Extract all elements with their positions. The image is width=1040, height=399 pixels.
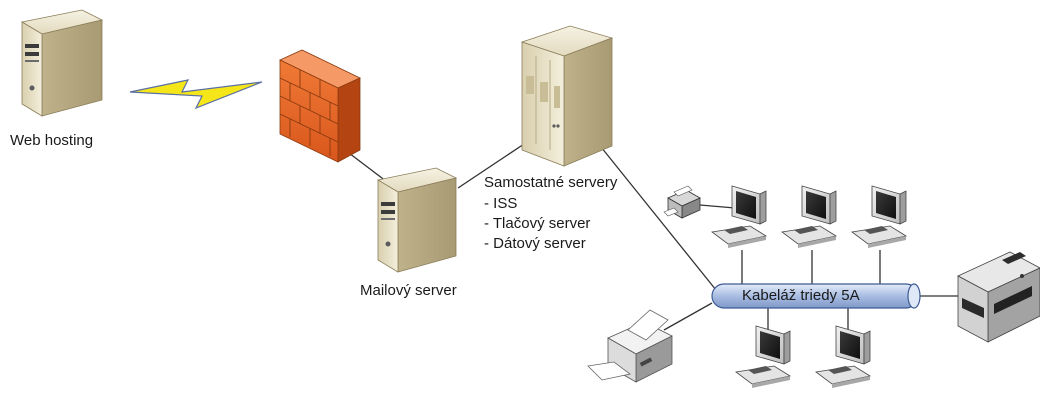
list-item: - Tlačový server	[484, 215, 591, 232]
web-hosting-label: Web hosting	[10, 132, 94, 149]
list-item: - ISS	[484, 195, 518, 212]
desktop-computer-icon	[851, 185, 908, 248]
link-mail-standalone	[457, 141, 528, 189]
link-standalone-cable	[596, 141, 717, 291]
cable-label: Kabeláž triedy 5A	[742, 287, 860, 304]
laser-printer-icon	[957, 251, 1040, 343]
link-small-printer	[699, 204, 736, 209]
standalone-servers-title: Samostatné servery	[484, 174, 618, 191]
desktop-computer-icon	[781, 185, 838, 248]
desktop-computer-icon	[815, 325, 872, 388]
lightning-link-icon	[129, 79, 263, 110]
inkjet-printer-icon	[587, 309, 673, 383]
firewall-brick-icon	[279, 49, 361, 163]
small-printer-icon	[663, 185, 701, 219]
server-tower-icon	[20, 9, 104, 117]
server-tower-icon	[376, 167, 458, 273]
mail-server-label: Mailový server	[360, 282, 457, 299]
link-inkjet-printer	[663, 302, 713, 331]
desktop-computer-icon	[735, 325, 792, 388]
rack-server-icon	[520, 25, 614, 167]
list-item: - Dátový server	[484, 235, 586, 252]
workstations	[711, 185, 908, 388]
desktop-computer-icon	[711, 185, 768, 248]
standalone-servers-list: - ISS - Tlačový server - Dátový server	[484, 194, 590, 254]
cable-bus	[711, 283, 921, 309]
